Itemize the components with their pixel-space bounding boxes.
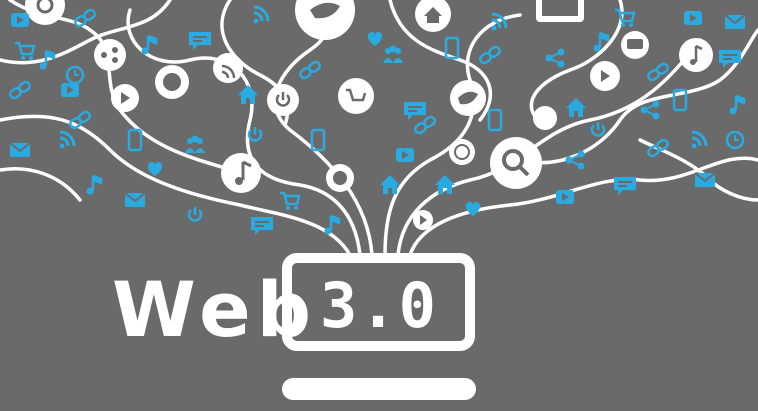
share-icon: [94, 39, 126, 71]
laptop-frame: [282, 253, 476, 400]
cart-icon: [338, 78, 374, 114]
version-number: 3.0: [320, 269, 438, 342]
cart-icon: [533, 106, 557, 130]
magnifier-icon: [490, 137, 542, 189]
web-word: Web: [112, 265, 318, 354]
white-circle-nodes: [25, 0, 713, 230]
clock-icon: [449, 139, 475, 165]
music-note-icon: [221, 153, 261, 193]
